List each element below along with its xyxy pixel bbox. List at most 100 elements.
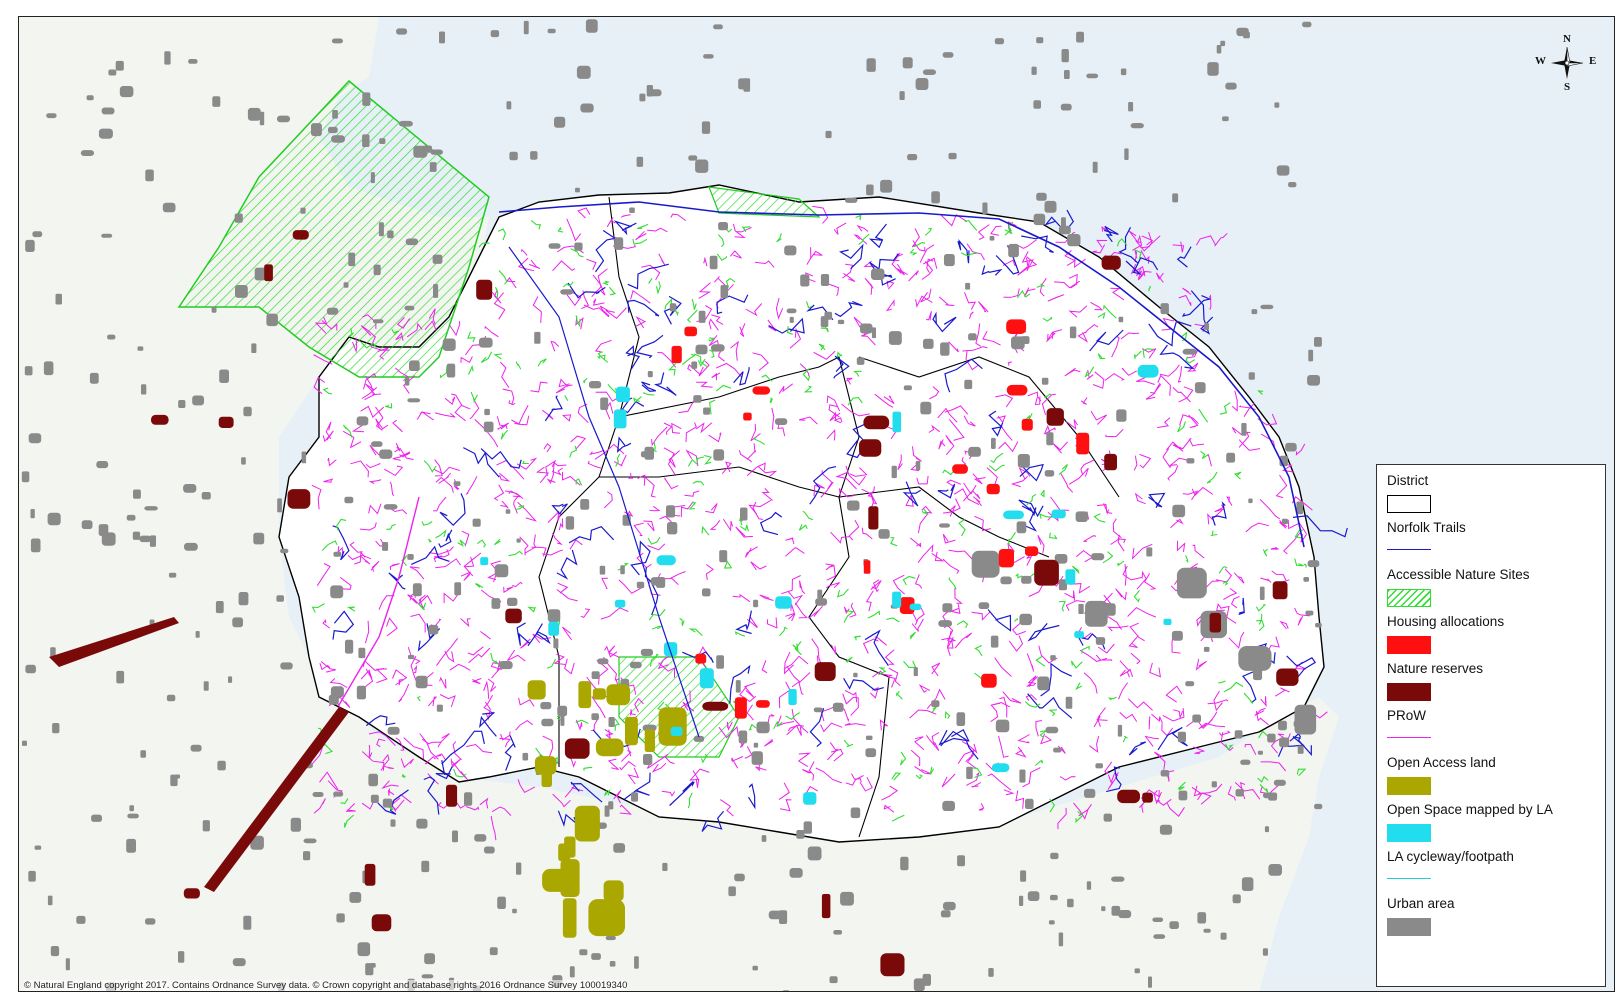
prow-segment <box>409 566 425 580</box>
open-space-patch <box>775 596 792 609</box>
urban-patch <box>1225 82 1237 90</box>
urban-patch <box>439 31 445 44</box>
prow-segment <box>592 274 606 296</box>
urban-patch <box>695 159 709 173</box>
housing-patch <box>734 697 747 719</box>
prow-segment <box>352 337 358 354</box>
urban-patch <box>1281 518 1288 525</box>
reserve-patch <box>446 784 458 807</box>
prow-segment <box>620 244 637 249</box>
prow-segment <box>433 496 447 512</box>
urban-patch <box>1036 37 1044 44</box>
prow-segment <box>829 411 841 422</box>
nature-outline <box>344 814 354 828</box>
nature-outline <box>836 351 843 358</box>
nature-outline <box>1070 660 1083 669</box>
nature-outline <box>1072 565 1080 575</box>
prow-segment <box>664 753 675 764</box>
urban-patch <box>608 801 614 810</box>
prow-segment <box>965 350 979 371</box>
nature-outline <box>890 536 898 547</box>
urban-patch <box>362 134 370 147</box>
nature-outline <box>1122 735 1128 743</box>
nature-outline <box>701 525 710 536</box>
urban-patch <box>554 116 566 128</box>
nature-outline <box>515 361 522 370</box>
prow-segment <box>825 563 835 571</box>
prow-segment <box>974 515 992 532</box>
urban-patch <box>382 542 389 551</box>
reserve-patch <box>476 279 493 300</box>
urban-patch <box>212 96 221 107</box>
prow-segment <box>990 704 999 723</box>
urban-patch <box>490 30 500 38</box>
trail-segment <box>1089 329 1124 352</box>
prow-segment <box>1134 249 1138 263</box>
prow-segment <box>434 412 456 418</box>
urban-patch <box>866 58 876 72</box>
urban-patch <box>499 661 513 670</box>
urban-patch <box>698 310 706 323</box>
urban-patch <box>1064 70 1070 79</box>
nature-outline <box>786 326 794 335</box>
prow-segment <box>821 470 833 490</box>
nature-outline <box>428 538 432 543</box>
trail-segment <box>551 503 568 515</box>
prow-segment <box>1279 620 1289 630</box>
prow-segment <box>1133 455 1138 471</box>
urban-patch <box>358 647 366 659</box>
urban-patch <box>280 548 289 554</box>
prow-segment <box>1111 335 1120 358</box>
nature-outline <box>1222 579 1228 586</box>
urban-patch <box>1285 442 1297 452</box>
prow-segment <box>896 263 908 276</box>
prow-segment <box>382 753 390 768</box>
trail-segment <box>834 301 863 318</box>
nature-outline <box>321 540 338 551</box>
open-space-patch <box>909 603 922 611</box>
nature-outline <box>929 766 935 775</box>
prow-segment <box>496 459 525 480</box>
nature-outline <box>687 792 693 809</box>
urban-patch <box>219 369 229 383</box>
prow-segment <box>921 260 934 280</box>
prow-segment <box>1260 696 1267 707</box>
trail-segment <box>568 526 615 544</box>
urban-patch <box>789 868 803 878</box>
urban-patch <box>1134 968 1140 974</box>
prow-segment <box>872 670 893 678</box>
urban-patch <box>740 507 748 521</box>
prow-segment <box>542 735 554 757</box>
trail-segment <box>729 664 751 704</box>
urban-patch <box>915 78 929 90</box>
prow-segment <box>1172 387 1191 403</box>
trail-segment <box>463 447 500 478</box>
prow-segment <box>761 488 773 501</box>
prow-segment <box>337 546 344 557</box>
open-space-patch <box>1065 569 1076 585</box>
prow-segment <box>500 500 509 509</box>
urban-patch <box>1314 803 1323 810</box>
prow-segment <box>635 230 647 241</box>
prow-segment <box>543 443 552 453</box>
prow-segment <box>427 696 438 707</box>
urban-patch <box>541 718 554 727</box>
prow-segment <box>916 475 929 485</box>
prow-segment <box>946 479 962 488</box>
urban-patch <box>333 791 344 797</box>
map-canvas[interactable] <box>19 17 1615 992</box>
trail-segment <box>669 781 695 806</box>
urban-patch <box>1084 788 1096 798</box>
urban-patch <box>939 523 950 528</box>
urban-patch <box>942 800 955 811</box>
reserve-patch <box>1276 668 1299 686</box>
prow-segment <box>781 575 801 595</box>
nature-outline <box>843 739 854 748</box>
urban-patch <box>1031 66 1037 75</box>
prow-segment <box>977 224 990 240</box>
urban-patch <box>1236 27 1249 37</box>
urban-patch <box>432 254 443 264</box>
urban-patch <box>228 676 233 683</box>
prow-segment <box>931 732 940 746</box>
